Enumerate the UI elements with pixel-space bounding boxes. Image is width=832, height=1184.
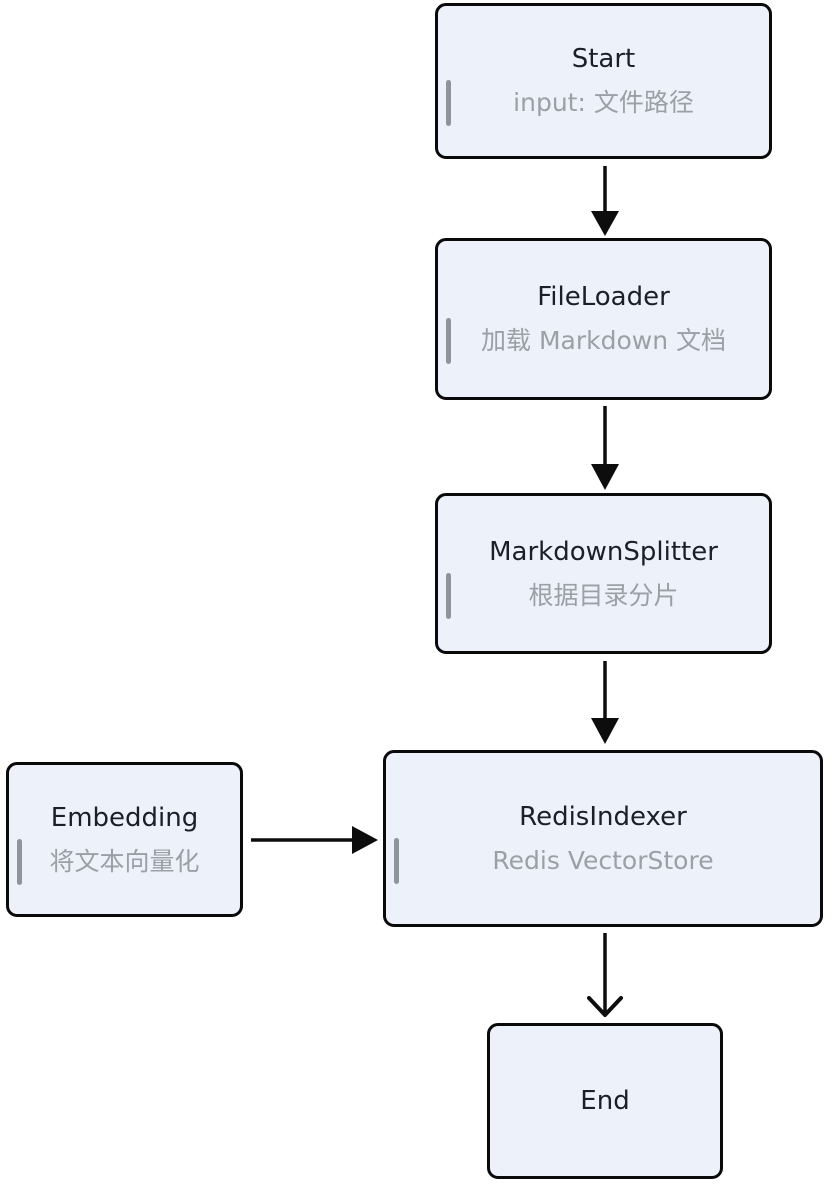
edge-redisindexer-to-end [587, 933, 623, 1017]
edge-start-to-fileloader [591, 166, 619, 236]
subtitle-quote-bar [446, 318, 451, 364]
node-embedding[interactable]: Embedding 将文本向量化 [6, 762, 243, 917]
subtitle-quote-bar [394, 837, 399, 884]
node-subtitle-row: 根据目录分片 [438, 572, 769, 619]
node-subtitle: 加载 Markdown 文档 [481, 326, 726, 355]
arrowhead-right-icon [352, 826, 378, 854]
node-title: Start [571, 44, 636, 74]
arrowhead-down-icon [591, 211, 619, 236]
node-title: MarkdownSplitter [489, 536, 718, 567]
arrowhead-down-icon [591, 464, 619, 490]
node-subtitle: 根据目录分片 [528, 580, 679, 610]
edge-embedding-to-redisindexer [251, 826, 378, 854]
node-end[interactable]: End [487, 1023, 723, 1179]
edge-fileloader-to-markdownsplitter [591, 406, 619, 490]
node-start[interactable]: Start input: 文件路径 [435, 3, 772, 159]
node-subtitle-row: 加载 Markdown 文档 [438, 318, 769, 364]
subtitle-quote-bar [446, 80, 451, 126]
node-subtitle: 将文本向量化 [49, 846, 200, 876]
node-title: RedisIndexer [519, 801, 687, 832]
node-subtitle: Redis VectorStore [492, 845, 714, 875]
arrowhead-down-icon [591, 718, 619, 744]
node-subtitle-row: 将文本向量化 [9, 838, 240, 885]
subtitle-quote-bar [17, 838, 22, 885]
node-title: Embedding [50, 802, 199, 833]
node-title: FileLoader [537, 282, 670, 312]
node-markdown-splitter[interactable]: MarkdownSplitter 根据目录分片 [435, 493, 772, 654]
node-subtitle-row: Redis VectorStore [386, 837, 820, 884]
subtitle-quote-bar [446, 572, 451, 619]
node-subtitle: input: 文件路径 [513, 88, 694, 117]
node-redis-indexer[interactable]: RedisIndexer Redis VectorStore [383, 750, 823, 927]
node-fileloader[interactable]: FileLoader 加载 Markdown 文档 [435, 238, 772, 400]
node-subtitle-row: input: 文件路径 [438, 80, 769, 126]
edge-markdownsplitter-to-redisindexer [591, 661, 619, 744]
arrowhead-chevron-down-icon [587, 996, 623, 1017]
node-title: End [580, 1086, 630, 1116]
